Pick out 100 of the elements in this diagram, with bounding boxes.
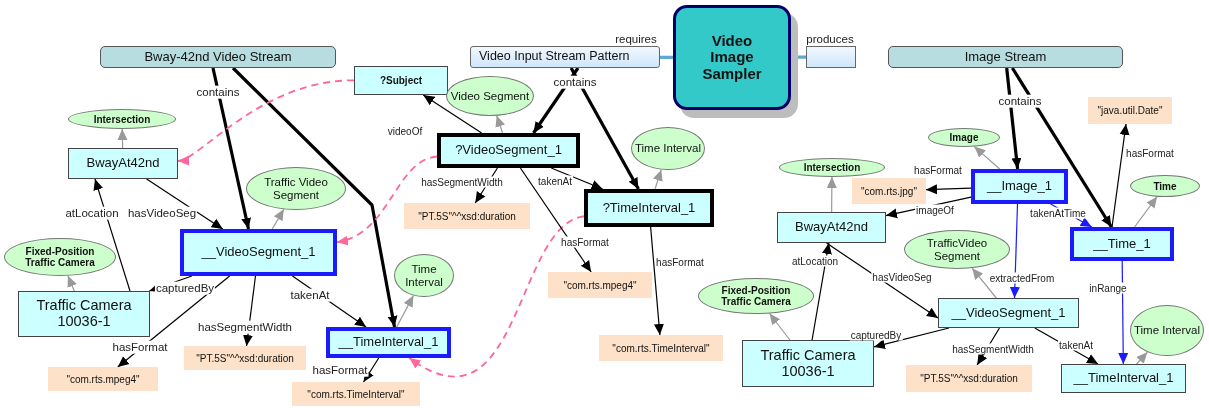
arrow (1118, 260, 1129, 365)
edge-label: hasFormat (913, 164, 963, 176)
connector (660, 55, 673, 59)
arrow (146, 178, 224, 230)
edge-label: produces (805, 32, 855, 46)
node-label: Video Segment (450, 89, 530, 103)
instance-box (777, 212, 886, 243)
arrow (873, 327, 950, 350)
arrow (231, 66, 398, 328)
edge-label: capturedBy (849, 329, 903, 341)
arrow (653, 169, 663, 190)
literal-box (292, 382, 420, 406)
node-label: __Time_1 (1093, 236, 1151, 252)
node-label: "java.util.Date" (1097, 105, 1163, 116)
edge-label: hasFormat (655, 256, 705, 268)
arrow (925, 184, 972, 195)
arrow (67, 275, 77, 292)
arrow (971, 267, 997, 299)
literal-box (906, 365, 1032, 392)
edge-label: contains (552, 75, 598, 89)
node-label: Time (1153, 180, 1177, 192)
node-label: __TimeInterval_1 (1073, 371, 1174, 386)
arrow (550, 167, 604, 190)
node-label: __TimeInterval_1 (338, 335, 439, 350)
instance-box (68, 148, 178, 179)
node-label: __VideoSegment_1 (951, 305, 1066, 321)
pattern-box (584, 189, 714, 227)
node-label: "com.rts.mpeg4" (66, 373, 140, 385)
arrow (117, 128, 128, 149)
edge-label: contains (997, 94, 1043, 108)
arrow (1011, 67, 1113, 228)
edge-label: hasFormat (1125, 147, 1175, 159)
edge-label: hasSegmentWidth (197, 320, 293, 334)
class-ellipse (1130, 305, 1204, 356)
arrow (1134, 196, 1158, 228)
arrow (1009, 203, 1020, 299)
dashed-arrow (408, 215, 585, 378)
arrow (495, 115, 505, 134)
node-label: "PT.5S"^^xsd:duration (418, 210, 516, 222)
arrow (650, 226, 664, 336)
node-label: Video Input Stream Pattern (479, 50, 630, 64)
node-label: Traffic Video Segment (263, 175, 329, 202)
arrow (362, 357, 380, 383)
edge-label: extractedFrom (988, 272, 1056, 284)
node-label: Traffic Camera 10036-1 (759, 347, 857, 380)
dashed-arrow (177, 79, 355, 163)
class-ellipse (446, 76, 534, 116)
class-ellipse (698, 278, 814, 314)
node-label: Intersection (93, 113, 151, 125)
variable-box (354, 66, 448, 95)
stream-band (888, 46, 1123, 68)
literal-box (404, 203, 530, 229)
arrow (422, 94, 483, 134)
match-box (1070, 227, 1174, 261)
node-label: Fixed-Position Traffic Camera (24, 246, 96, 268)
edge-label: takenAtTime (1029, 207, 1087, 219)
node-label: __VideoSegment_1 (201, 245, 316, 260)
arrow (826, 176, 837, 213)
instance-box (1061, 364, 1186, 393)
node-label: ?TimeInterval_1 (602, 200, 696, 216)
node-label: TrafficVideo Segment (925, 236, 989, 263)
literal-box (184, 346, 306, 370)
node-label: BwayAt42nd (86, 156, 160, 171)
edge-label: atLocation (790, 255, 840, 267)
arrow (211, 67, 251, 230)
node-label: BwayAt42nd (795, 220, 868, 235)
node-label: ?VideoSegment_1 (455, 143, 562, 158)
dashed-arrow (336, 155, 438, 245)
edge-label: requires (614, 32, 658, 46)
arrow (271, 208, 285, 230)
empty-box (806, 46, 856, 68)
literal-box (48, 367, 158, 391)
arrow (93, 178, 131, 292)
class-ellipse (631, 127, 705, 170)
node-label: Image Stream (964, 49, 1047, 65)
edge-label: hasVideoSeg (126, 206, 198, 220)
pattern-box (437, 133, 580, 168)
pattern-band (470, 46, 660, 68)
node-label: "com.rts.TimeInterval" (612, 342, 710, 354)
arrow (768, 312, 791, 341)
match-box (971, 169, 1068, 204)
node-label: __Image_1 (986, 179, 1053, 194)
node-label: ?Subject (379, 75, 423, 86)
class-ellipse (246, 167, 346, 210)
edge-label: takenAt (289, 288, 331, 302)
arrow (811, 242, 832, 341)
arrow (1005, 67, 1022, 170)
node-label: "com.rts.mpeg4" (563, 279, 637, 291)
match-box (180, 229, 337, 276)
node-label: Bway-42nd Video Stream (144, 49, 292, 65)
instance-box (938, 298, 1079, 328)
class-ellipse (394, 254, 454, 297)
arrow (569, 67, 640, 190)
class-ellipse (4, 238, 116, 276)
node-label: Fixed-Position Traffic Camera (720, 285, 792, 307)
edge-label: imageOf (915, 204, 955, 216)
edge-label: takenAt (537, 175, 573, 187)
node-label: "PT.5S"^^xsd:duration (196, 352, 294, 364)
arrow (973, 146, 1001, 170)
edge-label: capturedBy (154, 281, 216, 295)
